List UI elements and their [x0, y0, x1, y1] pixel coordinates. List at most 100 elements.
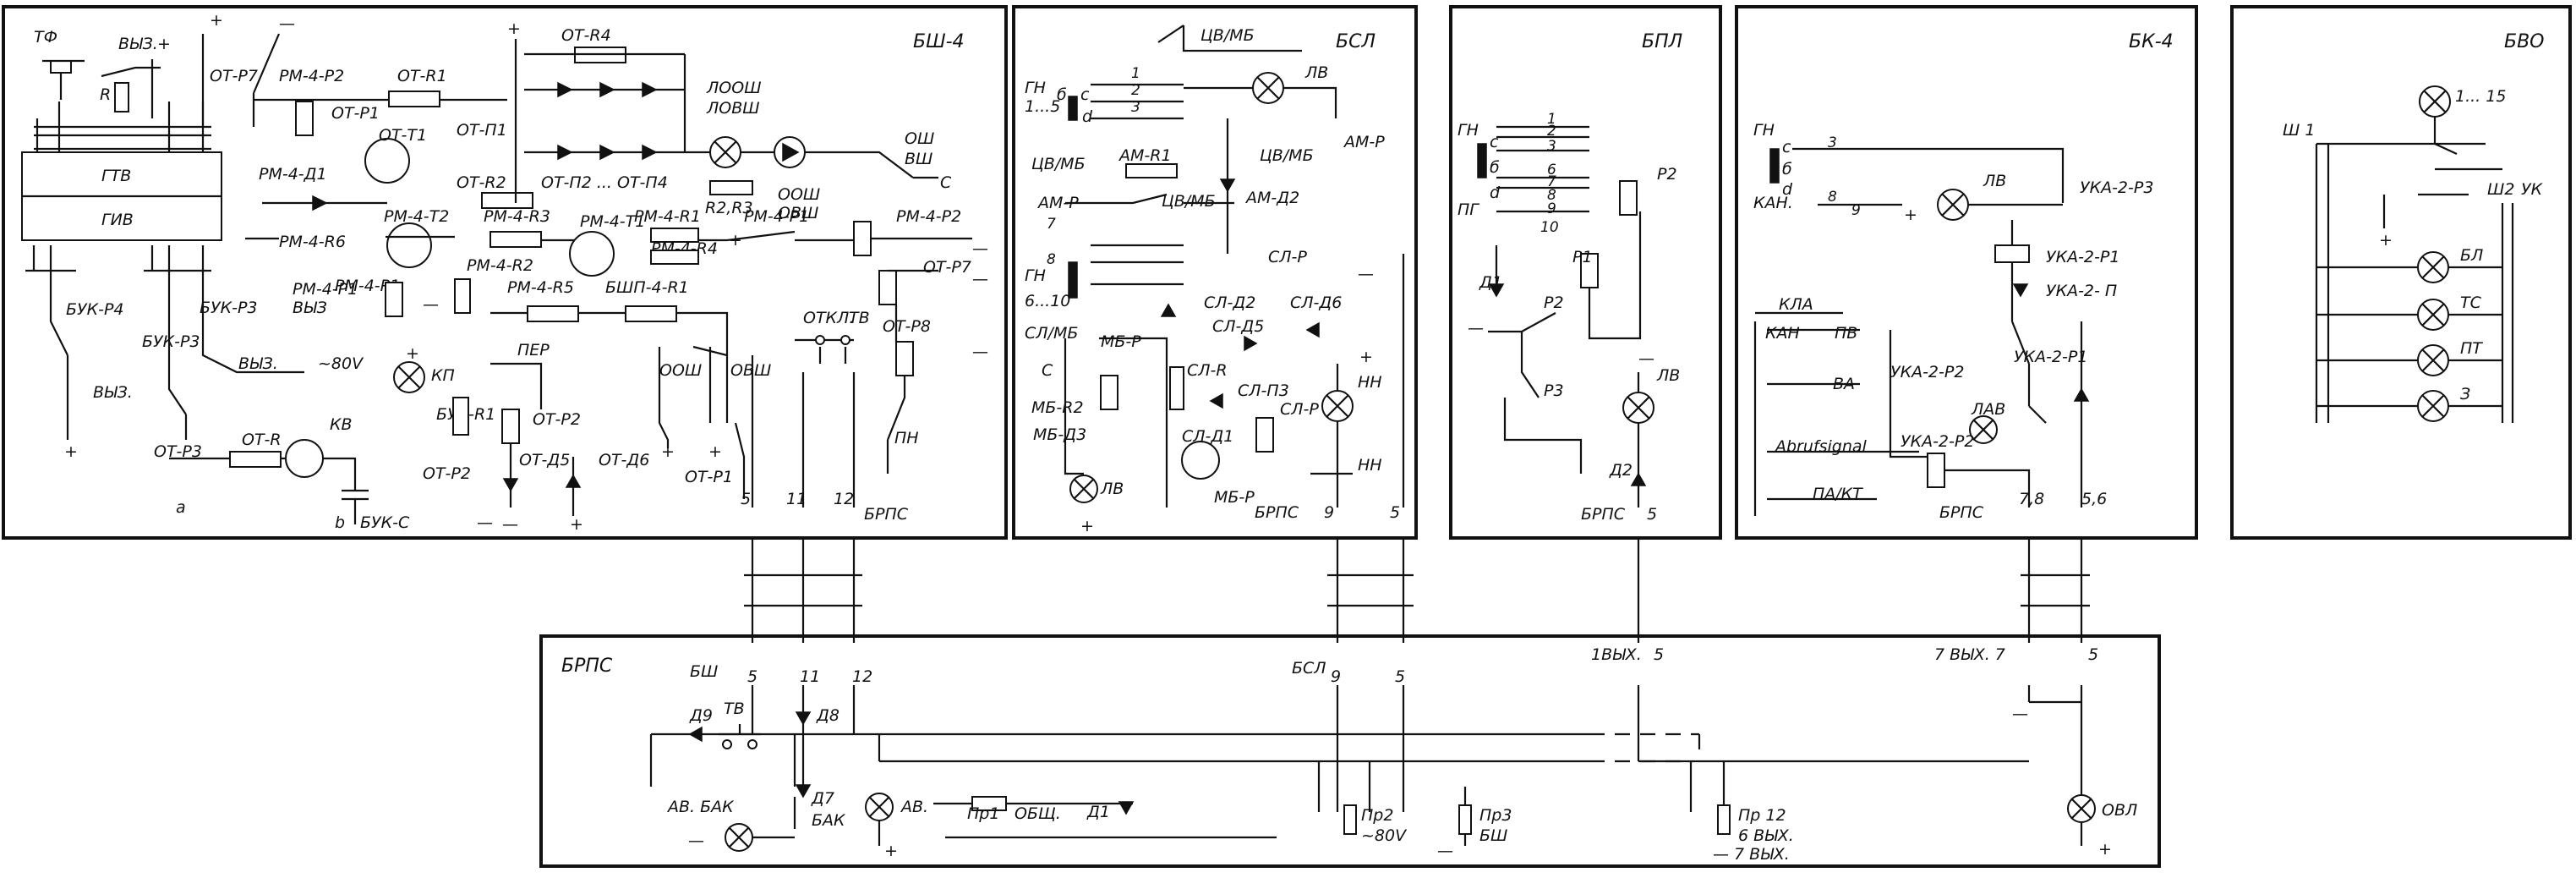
bsl-b: б: [1057, 85, 1067, 104]
bk4-kan: КАН.: [1753, 194, 1793, 212]
buk-r4-label: БУК-Р4: [66, 300, 124, 319]
svg-text:+: +: [729, 231, 742, 250]
brps-t5d: 5: [2088, 645, 2098, 664]
tv-label: ТВ: [849, 309, 870, 327]
resistor-rm4-r3: [489, 231, 542, 248]
relay-ot-p8: [895, 341, 914, 376]
bk4-abruf: Abrufsignal: [1774, 437, 1868, 456]
brps-d9: Д9: [689, 706, 713, 725]
per-label: ПЕР: [517, 341, 550, 359]
bsl-gn2: ГН: [1025, 266, 1046, 285]
rm4-p1b-label: РМ-4-Р1: [335, 277, 400, 295]
bsl-cv-mb2: ЦВ/МБ: [1031, 155, 1086, 173]
bvo-sh2: Ш2: [2487, 180, 2514, 199]
loosh-label: ЛООШ: [706, 79, 762, 97]
resistor-ot-r: [229, 451, 282, 468]
bsl-nn2: НН: [1358, 456, 1382, 475]
bpl-n1: 1: [1547, 111, 1556, 128]
bsl-mb-d3: МБ-Д3: [1033, 425, 1086, 444]
rm4-t2-label: РМ-4-Т2: [384, 207, 449, 226]
block-bk4: БК-4 ГН КАН. с б d 3 8 9 + ЛВ УКА-2-Р3 У…: [1735, 5, 2198, 540]
kp-label: КП: [431, 366, 455, 385]
svg-text:—: —: [972, 270, 988, 288]
bsh4-t12: 12: [834, 490, 854, 508]
ot-p1b-label: ОТ-П1: [457, 121, 507, 140]
resistor-rm4-r1: [650, 228, 699, 243]
brps-fuse-pr1: [971, 796, 1007, 811]
relay-ot-p7: [878, 270, 897, 305]
transistor-rm4-t1: [569, 231, 615, 277]
bsl-p2: 2: [1131, 82, 1140, 99]
rm4-t1-label: РМ-4-Т1: [580, 212, 645, 231]
bpl-lv: ЛВ: [1656, 366, 1680, 385]
oosh2-label: ООШ: [659, 361, 702, 380]
brps-vyh1: 1ВЫХ.: [1591, 645, 1642, 664]
rm4-p1c-label: РМ-4-Р1: [293, 280, 358, 299]
bpl-n8: 8: [1547, 187, 1556, 204]
transistor-ot-t1: [364, 138, 410, 184]
resistor-ot-r1: [388, 91, 440, 107]
giv-label: ГИВ: [101, 211, 134, 229]
bpl-brps: БРПС: [1581, 505, 1626, 524]
bsl-mb-r2: МБ-R2: [1031, 398, 1084, 417]
lovsh-label: ЛОВШ: [706, 99, 760, 118]
svg-text:+: +: [2379, 231, 2393, 250]
bsl-sl-d2: СЛ-Д2: [1204, 294, 1255, 312]
bk4-brps: БРПС: [1939, 503, 1984, 522]
bvo-bl: БЛ: [2460, 246, 2483, 265]
bk4-lav: ЛАВ: [1971, 400, 2005, 419]
brps-vyh7: 7 ВЫХ. 7: [1934, 645, 2005, 664]
c-label: С: [940, 173, 952, 192]
ot-p8-label: ОТ-Р8: [883, 317, 931, 336]
brps-d1: Д1: [1086, 803, 1110, 821]
svg-text:—: —: [688, 831, 704, 850]
svg-text:+: +: [1080, 517, 1094, 535]
block-bpl-title: БПЛ: [1642, 31, 1682, 52]
block-bk4-frame: [1735, 5, 2198, 540]
svg-text:+: +: [661, 442, 675, 461]
bvo-pt: ПТ: [2460, 339, 2483, 358]
block-bk4-title: БК-4: [2129, 31, 2174, 52]
svg-text:—: —: [1437, 842, 1453, 860]
brps-t12: 12: [852, 667, 872, 686]
bk4-n3: 3: [1828, 134, 1837, 151]
block-bsh4-title: БШ-4: [913, 31, 965, 52]
resistor-rm4-r5: [527, 305, 579, 322]
rm4-r5-label: РМ-4-R5: [507, 278, 574, 297]
brps-bak: БАК: [812, 811, 846, 830]
bpl-n6: 6: [1547, 162, 1556, 178]
ot-p2c-label: ОТ-Р2: [423, 464, 471, 483]
bpl-n3: 3: [1547, 138, 1556, 155]
svg-text:+: +: [1904, 206, 1917, 224]
bk4-pv: ПВ: [1835, 324, 1857, 343]
bsl-relay-sl-p: [1255, 417, 1274, 453]
ot-p7-label: ОТ-Р7: [923, 258, 971, 277]
vsh-label: ВШ: [905, 150, 933, 168]
vyz1-label: ВЫЗ.: [118, 35, 158, 53]
bk4-t78: 7,8: [2019, 490, 2044, 508]
bk4-kla: КЛА: [1779, 295, 1813, 314]
bpl-p3: Р3: [1544, 381, 1564, 400]
bsl-resistor-am-r1: [1125, 163, 1178, 178]
brps-fuse-pr3: [1458, 804, 1472, 835]
ot-r-label: ОТ-R: [242, 431, 282, 449]
bk4-kan2: КАН: [1765, 324, 1800, 343]
rm4-r1-label: РМ-4-R1: [634, 207, 701, 226]
ot-p1-label: ОТ-Р1: [331, 104, 380, 123]
block-bsl: БСЛ ЦВ/МБ ГН 1...5 б с d 1 2 3 ЛВ АМ-Р Ц…: [1012, 5, 1418, 540]
ot-t1-label: ОТ-Т1: [379, 126, 427, 145]
bsl-am-d2: АМ-Д2: [1244, 189, 1299, 207]
ot-d5-label: ОТ-Д5: [519, 451, 570, 469]
resistor-rm4-r4: [650, 250, 699, 265]
bsl-cv-mb3: ЦВ/МБ: [1260, 146, 1314, 165]
bk4-d: d: [1782, 180, 1793, 199]
svg-text:—: —: [2012, 705, 2028, 723]
ot-p2b-label: ОТ-Р2: [533, 410, 581, 429]
bpl-n9: 9: [1547, 200, 1556, 217]
block-bsh4-frame: [2, 5, 1008, 540]
svg-text:—: —: [477, 513, 493, 532]
bsl-sl-d6: СЛ-Д6: [1290, 294, 1342, 312]
bpl-d: d: [1490, 184, 1501, 202]
otkl-label: ОТКЛ.: [803, 309, 854, 327]
ot-p2-label: ОТ-П2 ... ОТ-П4: [541, 173, 668, 192]
